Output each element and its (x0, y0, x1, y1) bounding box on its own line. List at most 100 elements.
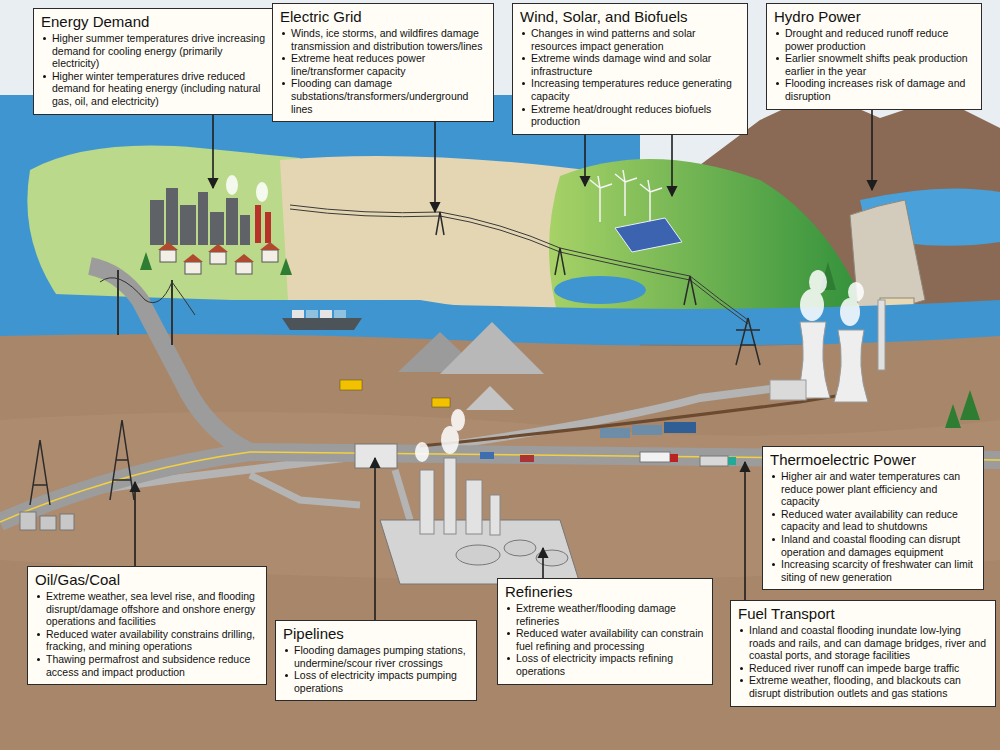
bullet-dot (282, 57, 285, 60)
bullet-text: Extreme weather, flooding, and blackouts… (749, 674, 988, 699)
transmission-towers-part (436, 212, 444, 235)
houses-part (158, 242, 178, 250)
bullet-text: Loss of electricity impacts refining ope… (516, 652, 705, 677)
steam-part (840, 298, 860, 326)
coal-piles-part (440, 322, 544, 374)
bullet-dot (37, 595, 40, 598)
refinery-part (456, 545, 500, 565)
transmission-towers-part (736, 318, 760, 365)
callout-heading: Pipelines (283, 624, 469, 643)
bullet-dot (522, 32, 525, 35)
smokestacks-part (255, 205, 261, 243)
city-skyline-part (180, 205, 196, 245)
trees (140, 252, 980, 428)
vehicles-part (480, 452, 494, 459)
bullet-row: Inland and coastal flooding inundate low… (740, 624, 988, 662)
bullet-row: Changes in wind patterns and solar resou… (522, 27, 740, 52)
callout-heading: Hydro Power (774, 7, 974, 26)
bullet-text: Reduced water availability can constrain… (516, 627, 705, 652)
mining-vehicles-part (340, 380, 362, 390)
ship-part (334, 310, 346, 318)
bullet-dot (772, 475, 775, 478)
steam-part (451, 409, 465, 431)
callout-box: Oil/Gas/CoalExtreme weather, sea level r… (27, 566, 267, 685)
bullet-dot (776, 32, 779, 35)
transmission-towers-part (555, 248, 565, 275)
houses-part (236, 262, 252, 274)
wind-turbines-part (590, 176, 612, 222)
oil-derricks (30, 420, 134, 505)
callout-box: Electric GridWinds, ice storms, and wild… (272, 3, 494, 122)
bullet-dot (522, 108, 525, 111)
ship-part (282, 318, 362, 330)
steam-part (809, 270, 827, 294)
cooling-towers-part (834, 330, 868, 402)
city-skyline-part (166, 188, 178, 245)
power-lines (290, 205, 748, 324)
steam-part (415, 442, 429, 462)
vehicles-part (700, 456, 728, 466)
bullet-text: Drought and reduced runoff reduce power … (785, 27, 974, 52)
vehicles-part (520, 455, 534, 462)
houses (158, 242, 280, 274)
green-hills (549, 159, 872, 322)
bullet-text: Inland and coastal flooding can disrupt … (781, 533, 976, 558)
coal-piles-part (466, 386, 514, 410)
bullet-row: Higher summer temperatures drive increas… (43, 32, 265, 70)
callout-heading: Wind, Solar, and Biofuels (520, 7, 740, 26)
city-skyline (150, 188, 250, 245)
houses-part (234, 254, 254, 262)
bullet-dot (282, 32, 285, 35)
bullet-text: Extreme weather, sea level rise, and flo… (46, 590, 259, 628)
bridge (100, 270, 195, 345)
train-part (600, 428, 630, 438)
bullet-dot (37, 658, 40, 661)
bullet-text: Extreme weather/flooding damage refineri… (516, 602, 705, 627)
pipeline-branch (250, 470, 410, 520)
houses-part (210, 252, 226, 264)
bullet-row: Winds, ice storms, and wildfires damage … (282, 27, 486, 52)
bullet-row: Earlier snowmelt shifts peak production … (776, 52, 974, 77)
trees-part (945, 404, 961, 428)
callout-heading: Fuel Transport (738, 604, 988, 623)
bullet-dot (522, 57, 525, 60)
city-skyline-part (198, 192, 208, 245)
bullet-row: Thawing permafrost and subsidence reduce… (37, 653, 259, 678)
vehicles-part (728, 457, 736, 465)
bullet-text: Earlier snowmelt shifts peak production … (785, 52, 974, 77)
bullet-row: Drought and reduced runoff reduce power … (776, 27, 974, 52)
bullet-text: Reduced water availability constrains dr… (46, 628, 259, 653)
houses-part (262, 250, 278, 262)
steam-part (848, 282, 864, 302)
bullet-dot (507, 607, 510, 610)
bullet-dot (507, 657, 510, 660)
bullet-text: Flooding increases risk of damage and di… (785, 77, 974, 102)
oil-derricks-part (30, 440, 50, 505)
bullet-text: Flooding can damage substations/transfor… (291, 77, 486, 115)
mining-vehicles (340, 380, 450, 407)
bullet-dot (776, 57, 779, 60)
houses-part (183, 254, 203, 262)
bullet-row: Extreme heat reduces power line/transfor… (282, 52, 486, 77)
bullet-dot (507, 632, 510, 635)
transmission-towers-part (684, 276, 696, 305)
bullet-row: Extreme weather, sea level rise, and flo… (37, 590, 259, 628)
mining-vehicles-part (432, 398, 450, 407)
bullet-text: Thawing permafrost and subsidence reduce… (46, 653, 259, 678)
pond (554, 276, 646, 304)
bullet-row: Reduced water availability can constrain… (507, 627, 705, 652)
power-lines-part (290, 205, 748, 320)
bridge-part (100, 278, 195, 315)
bullet-text: Reduced river runoff can impede barge tr… (749, 662, 959, 675)
bullet-dot (740, 629, 743, 632)
cooling-towers-part (878, 300, 885, 370)
green-coast (27, 146, 304, 300)
trees-part (960, 390, 980, 420)
bullet-text: Reduced water availability can reduce ca… (781, 508, 976, 533)
smokestacks (255, 205, 271, 243)
bullet-row: Flooding can damage substations/transfor… (282, 77, 486, 115)
bullet-dot (522, 82, 525, 85)
coal-piles (398, 322, 544, 410)
bullet-row: Increasing scarcity of freshwater can li… (772, 558, 976, 583)
storage-tanks-part (60, 514, 74, 530)
